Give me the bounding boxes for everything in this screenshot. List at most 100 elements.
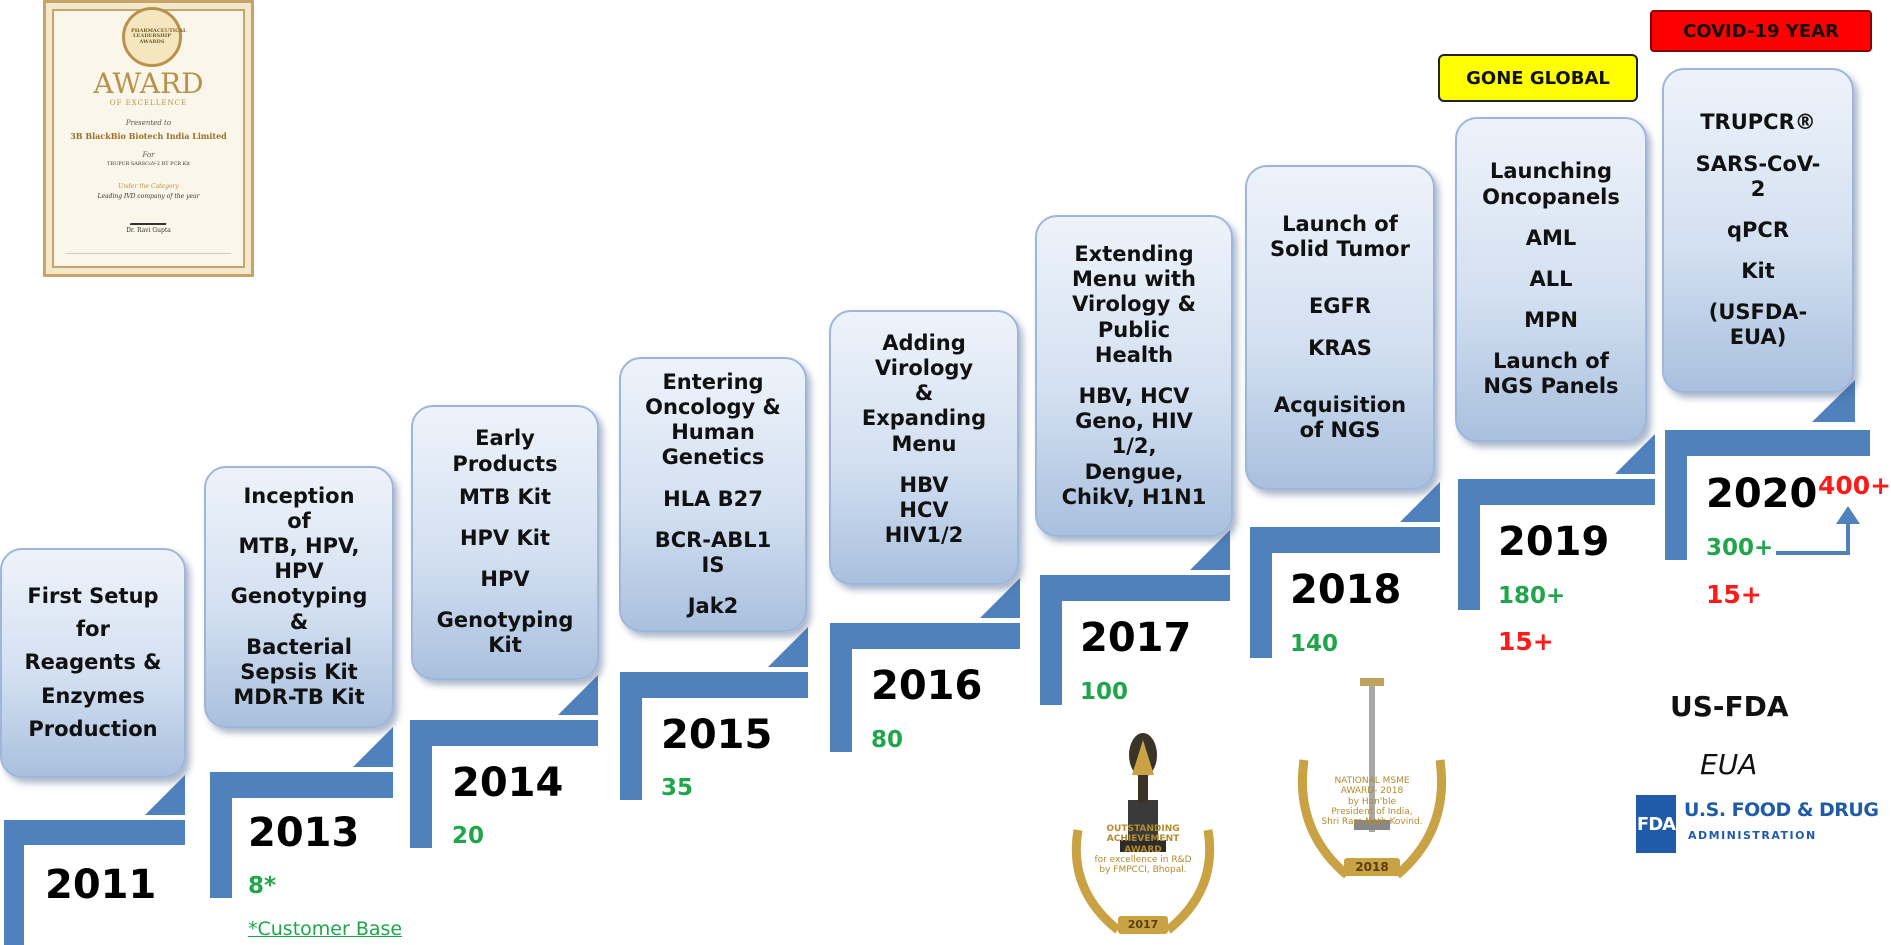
signature-icon: [129, 213, 171, 225]
card-line: of NGS: [1299, 417, 1381, 442]
card-line: 2: [1750, 176, 1766, 201]
certificate-subtitle: OF EXCELLENCE: [109, 99, 188, 107]
card-line: Human: [671, 420, 755, 445]
card-line: HPV: [274, 559, 324, 584]
card-line: HCV: [899, 497, 949, 522]
card-line: Reagents &: [24, 650, 162, 675]
year-label: 2013: [248, 810, 360, 856]
card-line: Expanding: [861, 406, 987, 431]
card-2013: Inception of MTB, HPV, HPV Genotyping & …: [204, 466, 394, 728]
customer-count: 20: [452, 823, 485, 849]
customer-base-link[interactable]: *Customer Base: [248, 918, 403, 940]
card-line: Dengue,: [1084, 459, 1184, 484]
year-label: 2011: [45, 862, 157, 908]
card-line: SARS-CoV-: [1695, 151, 1821, 176]
card-line: ChikV, H1N1: [1061, 484, 1207, 509]
card-line: Menu with: [1072, 267, 1196, 292]
card-line: Virology: [874, 355, 974, 380]
trophy-2018-year: 2018: [1355, 860, 1389, 874]
usfda-eua: EUA: [1700, 748, 1758, 781]
card-line: Launch of: [1282, 211, 1398, 236]
step-2011-corner: [145, 775, 185, 815]
card-line: IS: [701, 552, 725, 577]
card-line: &: [914, 381, 934, 406]
certificate-emblem-text: PHARMACEUTICAL LEADERSHIP AWARDS: [131, 27, 187, 45]
step-2014-corner: [558, 675, 598, 715]
trophy-2018-icon: [1297, 678, 1447, 879]
card-line: &: [289, 609, 309, 634]
step-2015-corner: [768, 627, 808, 667]
gone-global-badge: GONE GLOBAL: [1438, 54, 1638, 102]
step-2017-corner: [1190, 530, 1230, 570]
card-line: MTB Kit: [458, 484, 552, 509]
customer-count: 300+: [1706, 535, 1774, 561]
card-line: Oncology &: [645, 394, 781, 419]
trophy-line: AWARD- 2018: [1340, 786, 1404, 797]
fda-logo-mark: FDA: [1636, 795, 1676, 853]
customer-count: 8*: [248, 873, 277, 899]
card-line: of: [287, 508, 311, 533]
certificate-category-label: Under the Category: [118, 183, 179, 190]
card-2014: Early Products MTB Kit HPV Kit HPV Genot…: [411, 405, 599, 680]
trophy-line: ACHIEVEMENT: [1106, 834, 1180, 845]
certificate-product: TRUPCR SARSCoV-2 RT PCR Kit: [106, 161, 191, 167]
card-line: Sepsis Kit: [240, 659, 358, 684]
card-line: EUA): [1729, 325, 1787, 350]
fda-logo-main: U.S. FOOD & DRUG: [1684, 799, 1879, 821]
fda-logo: FDA U.S. FOOD & DRUG ADMINISTRATION: [1636, 795, 1879, 853]
step-2018-corner: [1400, 482, 1440, 522]
card-line: Geno, HIV: [1075, 409, 1193, 434]
card-2019: Launching Oncopanels AML ALL MPN Launch …: [1455, 117, 1647, 442]
certificate-footer-icons: [66, 253, 231, 260]
card-2011: First Setup for Reagents & Enzymes Produ…: [0, 548, 186, 778]
customer-count-top: 400+: [1818, 471, 1891, 500]
step-2018: [1250, 527, 1440, 658]
card-line: for: [76, 617, 110, 642]
customer-count: 180+: [1498, 583, 1566, 609]
certificate-presented: Presented to: [125, 119, 172, 127]
trophy-line: by FMPCCI, Bhopal.: [1099, 865, 1187, 876]
trophy-2017-caption: OUTSTANDING ACHIEVEMENT AWARD for excell…: [1058, 824, 1228, 876]
card-line: Genotyping: [230, 584, 368, 609]
year-label: 2019: [1498, 519, 1610, 565]
customer-count: 80: [871, 727, 904, 753]
year-label: 2020: [1706, 471, 1818, 517]
country-count: 15+: [1498, 627, 1554, 656]
card-line: Launch of: [1493, 349, 1609, 374]
card-line: Production: [28, 716, 158, 741]
card-line: Genotyping: [436, 608, 574, 633]
trophy-2018: NATIONAL MSME AWARD- 2018 by Hon'ble Pre…: [1282, 670, 1462, 895]
card-2018: Launch of Solid Tumor EGFR KRAS Acquisit…: [1245, 165, 1435, 490]
card-line: qPCR: [1726, 217, 1789, 242]
card-2017: Extending Menu with Virology & Public He…: [1035, 215, 1233, 537]
card-line: Virology &: [1072, 292, 1196, 317]
card-line: Extending: [1074, 242, 1194, 267]
step-2011: [4, 820, 185, 945]
card-line: HIV1/2: [884, 523, 964, 548]
year-label: 2018: [1290, 567, 1402, 613]
certificate-title: AWARD: [93, 67, 204, 100]
card-line: Kit: [488, 633, 522, 658]
certificate-for: For: [142, 151, 155, 159]
card-line: Entering: [662, 369, 764, 394]
step-2017: [1040, 575, 1230, 705]
step-2015: [620, 672, 808, 800]
card-line: Menu: [891, 431, 957, 456]
usfda-title: US-FDA: [1670, 690, 1789, 723]
card-line: Solid Tumor: [1270, 237, 1410, 262]
card-line: Oncopanels: [1482, 184, 1620, 209]
card-line: AML: [1525, 225, 1577, 250]
customer-count: 140: [1290, 631, 1339, 657]
card-line: Acquisition: [1273, 392, 1407, 417]
covid-year-badge: COVID-19 YEAR: [1650, 10, 1872, 52]
card-line: Health: [1094, 342, 1174, 367]
trophy-2017: OUTSTANDING ACHIEVEMENT AWARD for excell…: [1058, 720, 1228, 940]
trophy-line: OUTSTANDING: [1106, 824, 1180, 834]
card-line: Enzymes: [41, 683, 145, 708]
trophy-line: Shri Ram Nath Kovind.: [1321, 817, 1423, 828]
trophy-line: by Hon'ble: [1347, 796, 1397, 807]
trophy-2017-icon: [1071, 733, 1215, 934]
card-line: ALL: [1529, 266, 1573, 291]
card-line: HPV Kit: [459, 525, 551, 550]
